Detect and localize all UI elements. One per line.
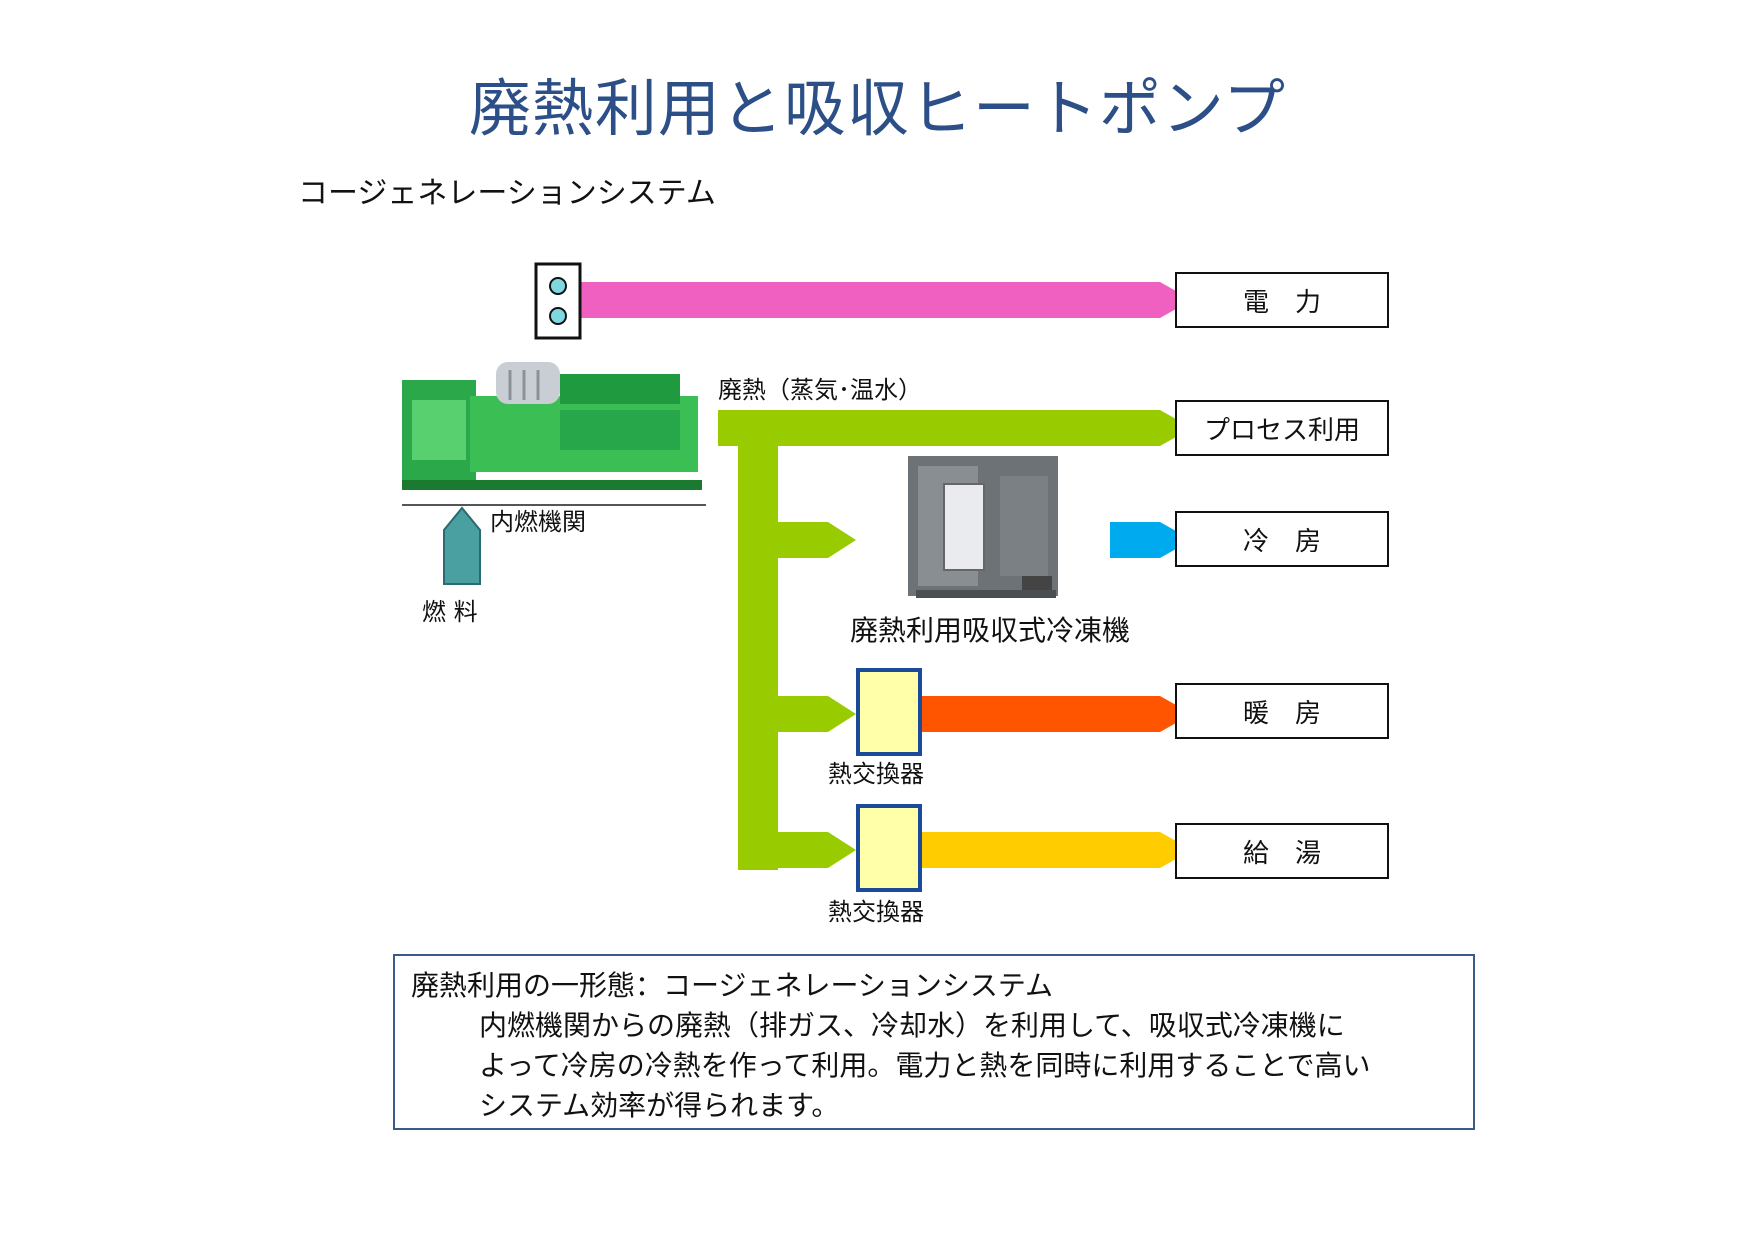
explanation-box: 廃熱利用の一形態：コージェネレーションシステム 内燃機関からの廃熱（排ガス、冷却… <box>393 954 1475 1130</box>
hotwater-branch-arrow <box>738 832 856 868</box>
generator-icon <box>534 262 582 340</box>
power-arrow <box>580 282 1192 318</box>
output-heating-box: 暖 房 <box>1175 683 1389 739</box>
hot-water-arrow <box>922 832 1192 868</box>
heat-exchanger-1 <box>856 668 922 756</box>
explanation-title: 廃熱利用の一形態：コージェネレーションシステム <box>411 969 1054 1002</box>
output-heating-label: 暖 房 <box>1243 699 1321 729</box>
heat-exchanger-1-label: 熱交換器 <box>828 760 924 788</box>
fuel-label: 燃 料 <box>422 598 478 626</box>
output-power-box: 電 力 <box>1175 272 1389 328</box>
cooling-arrow <box>1110 522 1192 558</box>
output-hot-water-label: 給 湯 <box>1243 839 1321 869</box>
heat-exchanger-2-label: 熱交換器 <box>828 898 924 926</box>
waste-heat-label: 廃熱（蒸気･温水） <box>718 376 922 404</box>
output-cooling-box: 冷 房 <box>1175 511 1389 567</box>
output-cooling-label: 冷 房 <box>1243 527 1321 557</box>
output-process-label: プロセス利用 <box>1204 416 1360 446</box>
output-power-label: 電 力 <box>1243 288 1321 318</box>
page-title: 廃熱利用と吸収ヒートポンプ <box>468 72 1287 145</box>
engine-label: 内燃機関 <box>490 508 586 536</box>
output-process-box: プロセス利用 <box>1175 400 1389 456</box>
waste-heat-trunk <box>738 430 778 870</box>
chiller-branch-arrow <box>774 522 856 558</box>
explanation-body: 内燃機関からの廃熱（排ガス、冷却水）を利用して、吸収式冷凍機に よって冷房の冷熱… <box>479 1009 1371 1122</box>
heating-branch-arrow <box>774 696 856 732</box>
diagram-subtitle: コージェネレーションシステム <box>298 176 716 211</box>
chiller-label: 廃熱利用吸収式冷凍機 <box>850 614 1130 647</box>
process-arrow <box>718 410 1192 446</box>
heating-arrow <box>922 696 1192 732</box>
absorption-chiller-image <box>908 456 1058 598</box>
fuel-arrow <box>443 506 481 585</box>
output-hot-water-box: 給 湯 <box>1175 823 1389 879</box>
engine-image <box>402 362 702 490</box>
heat-exchanger-2 <box>856 804 922 892</box>
